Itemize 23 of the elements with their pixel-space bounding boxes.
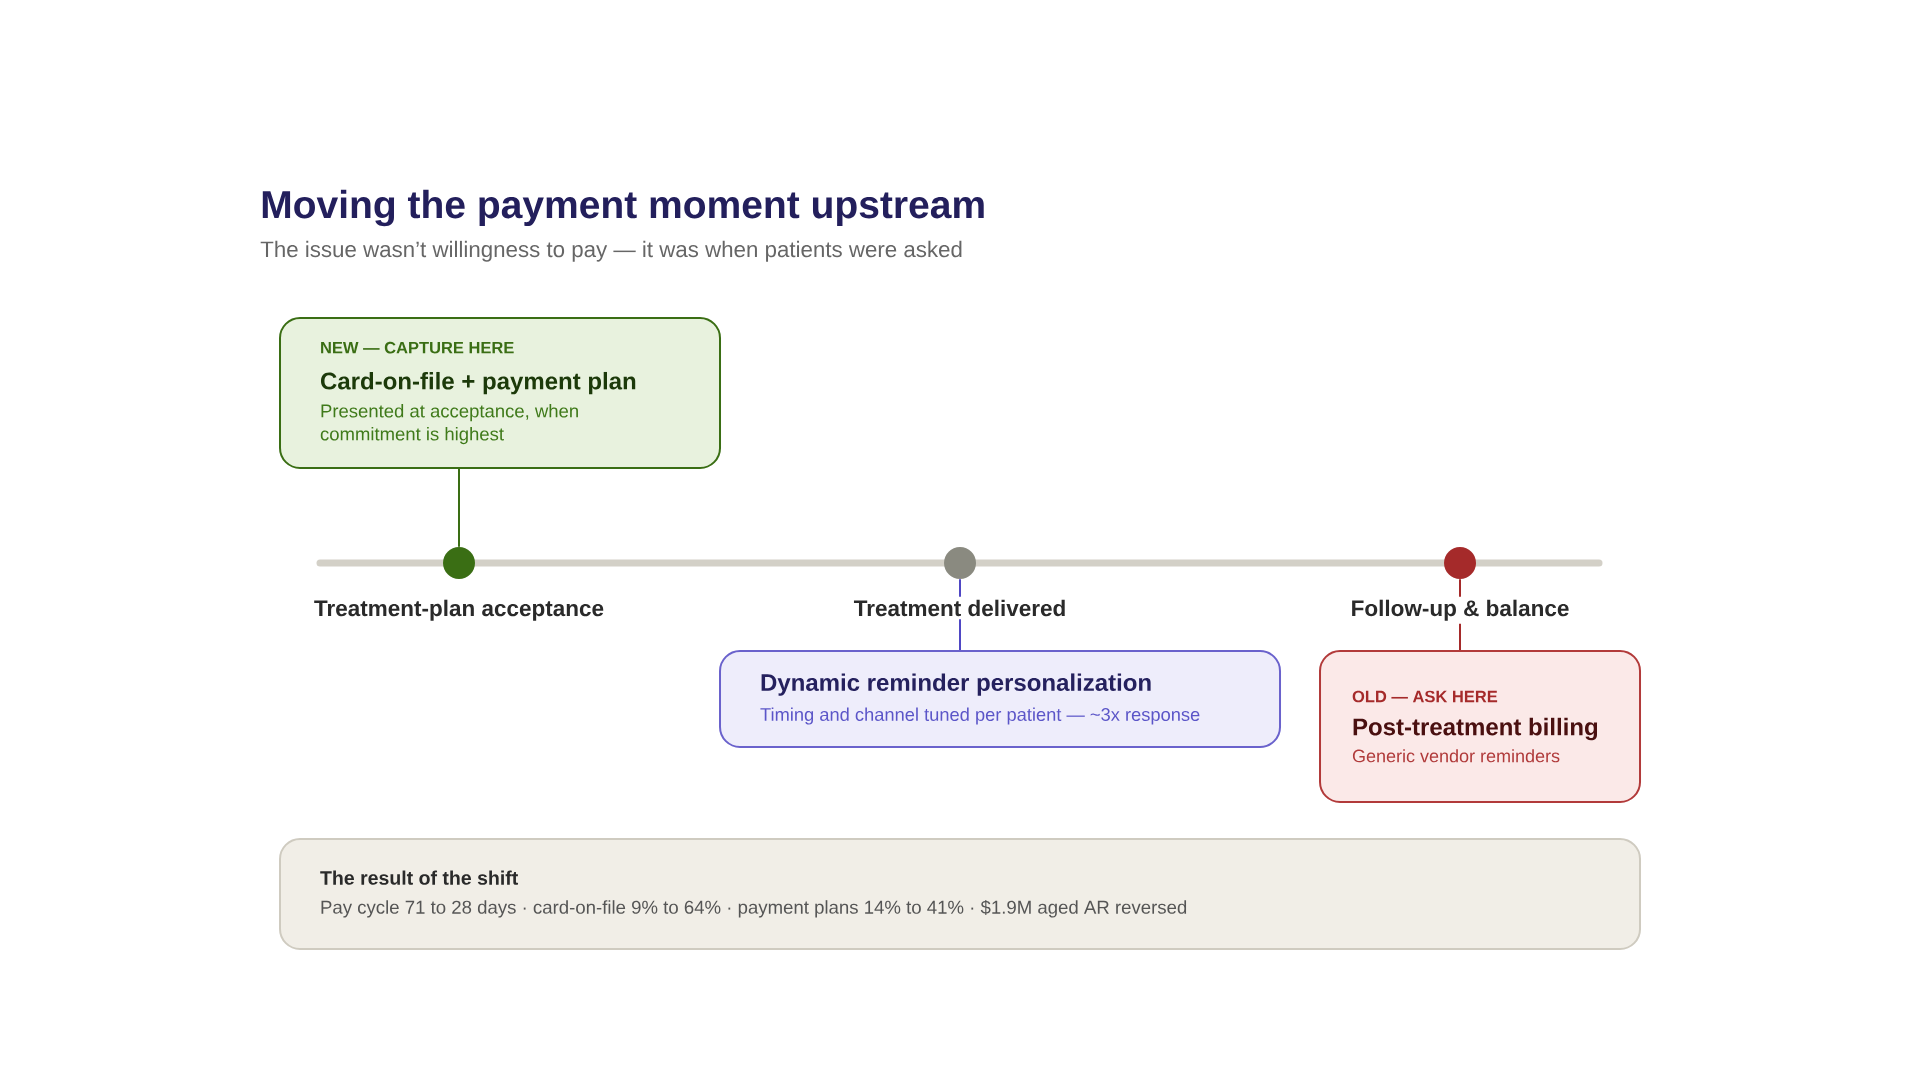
- tag-label: NEW — CAPTURE HERE: [321, 341, 514, 354]
- box-text: Presented at acceptance, when commitment is highest: [320, 403, 578, 445]
- connector-line: [458, 468, 460, 548]
- box-text: Timing and channel tuned per patient — ~3x response: [760, 707, 1200, 725]
- timeline-dot: [1444, 547, 1476, 579]
- timeline-label: Treatment delivered: [850, 596, 1070, 620]
- subheading: The issue wasn’t willingness to pay — it was when patients were asked: [260, 240, 962, 262]
- tag-label: OLD — ASK HERE: [1352, 690, 1498, 703]
- box-title: Card-on-file + payment plan: [321, 371, 636, 395]
- box-title: Post-treatment billing: [1353, 717, 1598, 741]
- callout-box: [719, 650, 1281, 748]
- box-text: Pay cycle 71 to 28 days · card-on-file 9% to 64% · payment plans 14% to 41% · $1.9M aged AR reversed: [321, 899, 1187, 918]
- timeline-dot: [944, 547, 976, 579]
- box-text: Generic vendor reminders: [1352, 749, 1560, 763]
- callout-box: [1319, 650, 1641, 803]
- summary-box: [279, 838, 1641, 950]
- heading: Moving the payment moment upstream: [262, 189, 984, 227]
- timeline-label: Treatment-plan acceptance: [310, 596, 608, 624]
- timeline-dot: [443, 547, 475, 579]
- timeline-label: Follow-up & balance: [1347, 596, 1573, 624]
- box-title: The result of the shift: [320, 870, 519, 885]
- callout-box: [279, 317, 721, 469]
- box-title: Dynamic reminder personalization: [761, 673, 1151, 696]
